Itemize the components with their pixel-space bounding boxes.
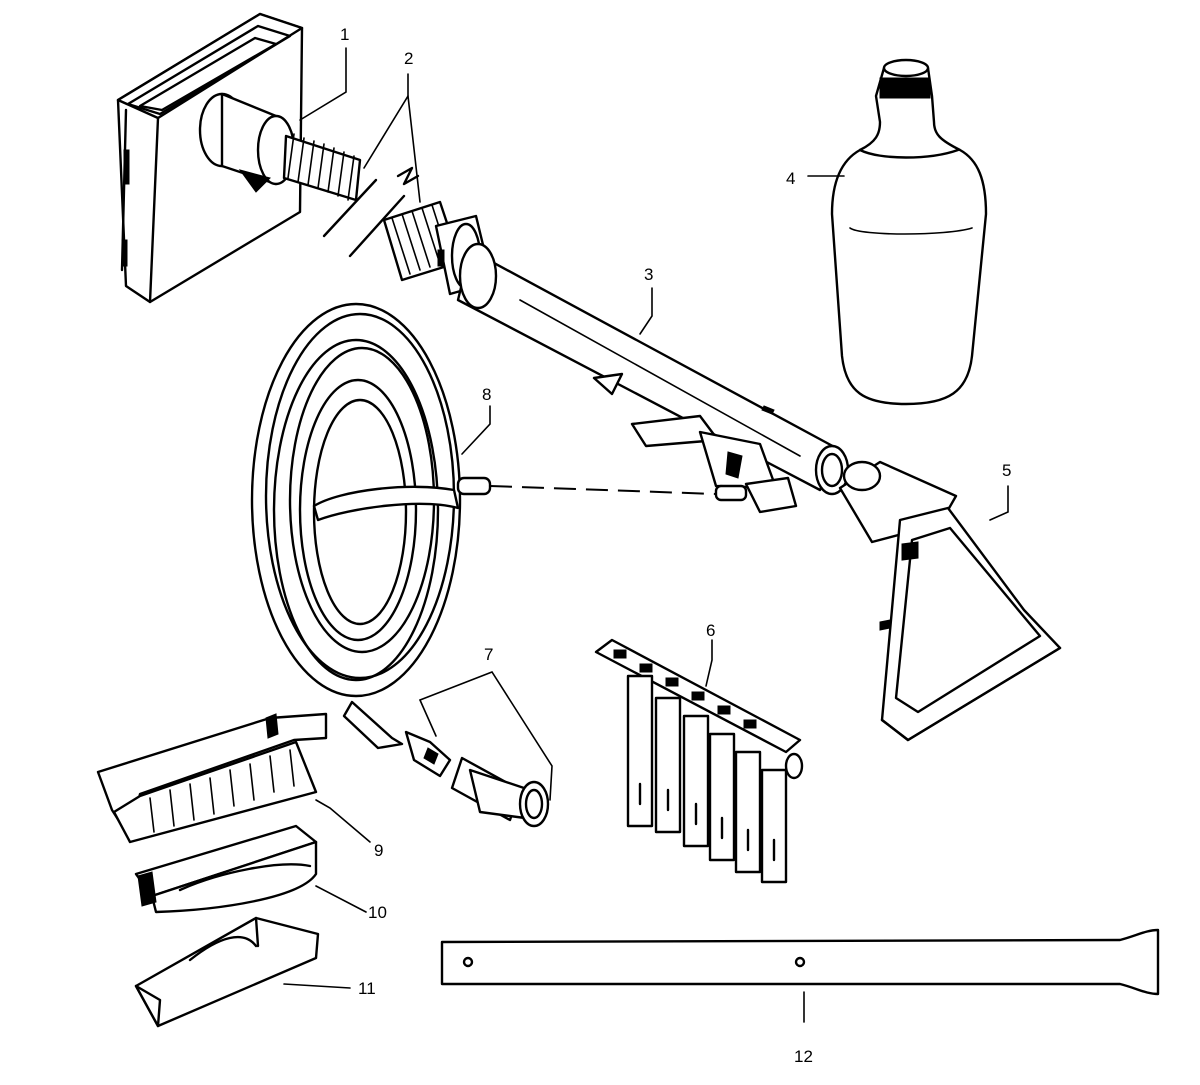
part-7-connector <box>404 730 550 828</box>
callout-labels: 1 2 3 4 5 6 7 8 9 10 11 12 <box>340 25 1011 1066</box>
part-5-floor-tool <box>838 460 1062 742</box>
label-part-1: 1 <box>340 25 349 44</box>
hose-break-marks <box>322 166 420 258</box>
label-part-5: 5 <box>1002 461 1011 480</box>
part-8-solution-hose <box>250 302 492 750</box>
label-part-10: 10 <box>368 903 387 922</box>
label-part-12: 12 <box>794 1047 813 1066</box>
label-part-7: 7 <box>484 645 493 664</box>
leader-lines <box>283 47 1009 1023</box>
quick-connect-fitting <box>714 476 798 514</box>
part-1-nozzle-head <box>116 12 362 304</box>
part-6-clips <box>594 638 804 884</box>
label-part-3: 3 <box>644 265 653 284</box>
connection-line <box>489 485 717 495</box>
label-part-9: 9 <box>374 841 383 860</box>
label-part-4: 4 <box>786 169 795 188</box>
part-9-brush <box>96 712 328 844</box>
part-11-nozzle-insert <box>134 916 320 1028</box>
part-4-detergent-bottle <box>830 58 988 406</box>
label-part-8: 8 <box>482 385 491 404</box>
part-10-squeegee <box>134 824 318 914</box>
label-part-11: 11 <box>358 979 376 998</box>
label-part-2: 2 <box>404 49 413 68</box>
part-12-handle-strap <box>440 928 1160 996</box>
label-part-6: 6 <box>706 621 715 640</box>
